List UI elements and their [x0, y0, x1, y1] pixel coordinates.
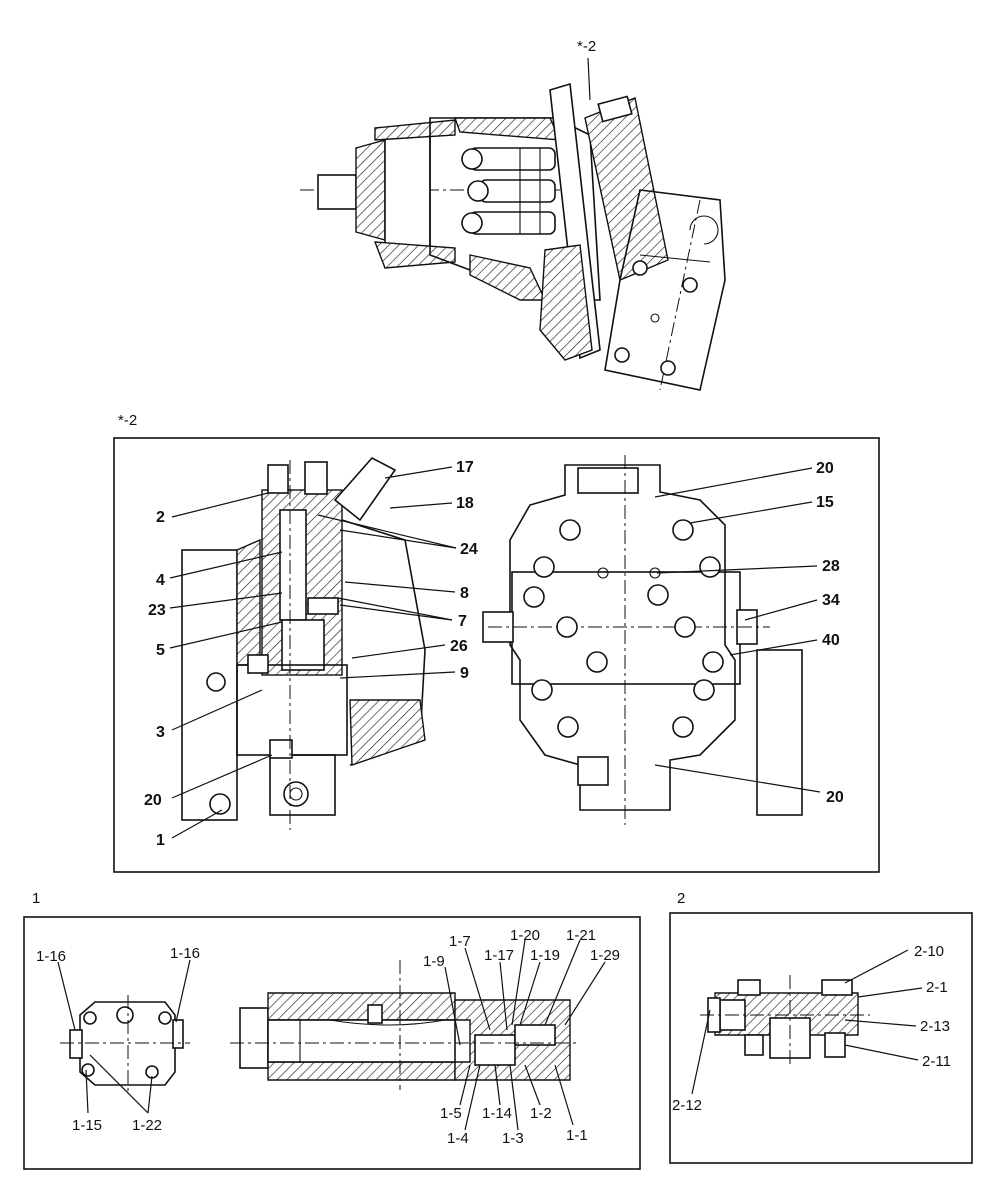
label-3: 3: [156, 724, 165, 741]
label-1-22: 1-22: [132, 1117, 162, 1134]
label-1: 1: [156, 832, 165, 849]
label-1-3: 1-3: [502, 1130, 524, 1147]
label-20-left: 20: [144, 792, 162, 809]
label-1-4: 1-4: [447, 1130, 469, 1147]
label-8: 8: [460, 585, 469, 602]
label-40: 40: [822, 632, 840, 649]
label-9: 9: [460, 665, 469, 682]
label-1-1: 1-1: [566, 1127, 588, 1144]
top-ref-label: *-2: [577, 38, 596, 55]
label-1-7: 1-7: [449, 933, 471, 950]
group-2-labels: 2-10 2-1 2-13 2-11 2-12: [672, 943, 951, 1114]
label-7: 7: [458, 613, 467, 630]
label-17: 17: [456, 459, 474, 476]
detail-2-section-view: [181, 457, 426, 830]
label-28: 28: [822, 558, 840, 575]
detail-2-leaders: [169, 466, 821, 839]
label-2-1: 2-1: [926, 979, 948, 996]
detail-2-labels: 2 4 23 5 3 20 1 17 18 24 8 7 26 9 20 15 …: [144, 459, 844, 849]
label-1-16-right: 1-16: [170, 945, 200, 962]
label-20-top: 20: [816, 460, 834, 477]
label-2-13: 2-13: [920, 1018, 950, 1035]
label-1-5: 1-5: [440, 1105, 462, 1122]
group-2-section-view: [700, 975, 870, 1065]
label-26: 26: [450, 638, 468, 655]
label-1-9: 1-9: [423, 953, 445, 970]
label-4: 4: [156, 572, 165, 589]
label-1-17: 1-17: [484, 947, 514, 964]
label-15: 15: [816, 494, 834, 511]
label-34: 34: [822, 592, 840, 609]
label-1-14: 1-14: [482, 1105, 512, 1122]
group-1-leaders: [57, 939, 606, 1131]
label-5: 5: [156, 642, 165, 659]
end-view-bolts: [523, 519, 724, 738]
group-1-frame: [23, 916, 641, 1170]
detail-2-frame: [113, 437, 880, 873]
label-1-15: 1-15: [72, 1117, 102, 1134]
detail-2-end-view: [482, 455, 803, 825]
label-1-20: 1-20: [510, 927, 540, 944]
label-20-bottom: 20: [826, 789, 844, 806]
label-1-29: 1-29: [590, 947, 620, 964]
group-1-section-view: [230, 960, 580, 1090]
label-1-19: 1-19: [530, 947, 560, 964]
label-2-11: 2-11: [922, 1053, 951, 1070]
label-24: 24: [460, 541, 478, 558]
group-1-caption: 1: [32, 890, 40, 907]
label-2-12: 2-12: [672, 1097, 702, 1114]
main-assembly-drawing: [300, 82, 726, 391]
label-1-16-left: 1-16: [36, 948, 66, 965]
label-2-10: 2-10: [914, 943, 944, 960]
label-1-2: 1-2: [530, 1105, 552, 1122]
group-1-end-view: [60, 995, 190, 1095]
label-1-21: 1-21: [566, 927, 596, 944]
group-2-leaders: [691, 949, 923, 1095]
label-23: 23: [148, 602, 166, 619]
label-2: 2: [156, 509, 165, 526]
detail-2-title: *-2: [118, 412, 137, 429]
group-1-labels: 1-16 1-16 1-15 1-22 1-9 1-7 1-17 1-20 1-…: [36, 927, 620, 1147]
group-2-caption: 2: [677, 890, 685, 907]
label-18: 18: [456, 495, 474, 512]
group-2-frame: [669, 912, 973, 1164]
